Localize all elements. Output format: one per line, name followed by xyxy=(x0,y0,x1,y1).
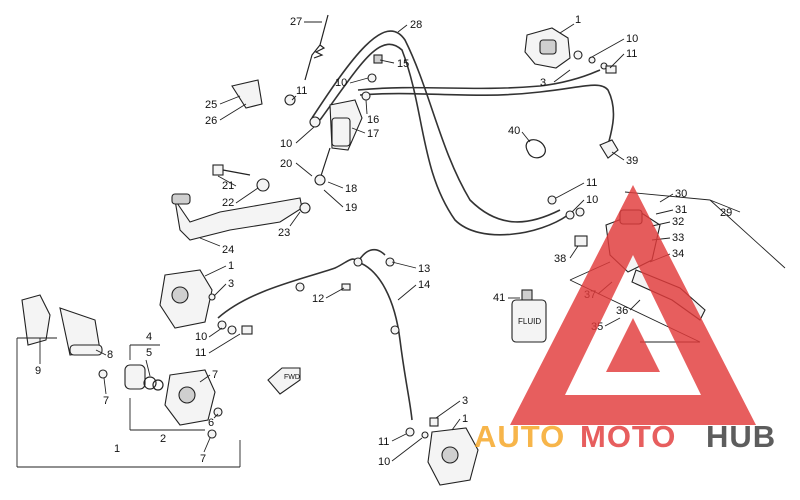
callout-25: 25 xyxy=(205,99,217,111)
watermark-triangle-logo xyxy=(510,185,756,425)
callout-3-bottom: 3 xyxy=(462,395,468,407)
callout-36: 36 xyxy=(616,305,628,317)
front-left-caliper xyxy=(159,269,253,335)
callout-10-bottom: 10 xyxy=(378,456,390,468)
callout-2: 2 xyxy=(160,433,166,445)
callout-4: 4 xyxy=(146,331,152,343)
forward-arrow-label: FWD xyxy=(284,374,300,381)
rear-master-cylinder xyxy=(284,54,383,186)
forward-arrow: FWD xyxy=(267,367,301,395)
hose-clip xyxy=(599,139,619,159)
callout-5: 5 xyxy=(146,347,152,359)
callout-11-front: 11 xyxy=(195,347,206,359)
callout-20: 20 xyxy=(280,158,292,170)
callout-27: 27 xyxy=(290,16,302,28)
callout-10-mid: 10 xyxy=(335,77,347,89)
callout-24: 24 xyxy=(222,244,234,256)
callout-7-b: 7 xyxy=(103,395,109,407)
caliper-kit xyxy=(21,294,223,439)
callout-40: 40 xyxy=(508,125,520,137)
retaining-ring xyxy=(525,139,546,159)
callout-3-left: 3 xyxy=(228,278,234,290)
callout-7-a: 7 xyxy=(212,369,218,381)
callout-39: 39 xyxy=(626,155,638,167)
watermark-text-auto: AUTO xyxy=(474,419,565,454)
watermark: AUTO MOTO HUB xyxy=(474,185,776,454)
mounting-bracket xyxy=(231,79,263,109)
callout-6: 6 xyxy=(208,417,214,429)
callout-1-left: 1 xyxy=(228,260,234,272)
callout-32: 32 xyxy=(672,216,684,228)
callout-33: 33 xyxy=(672,232,684,244)
watermark-text-moto: MOTO xyxy=(580,419,676,454)
callout-7-c: 7 xyxy=(200,453,206,465)
callout-29: 29 xyxy=(720,207,732,219)
callout-14: 14 xyxy=(418,279,430,291)
callout-1-bottom: 1 xyxy=(462,413,468,425)
callout-22: 22 xyxy=(222,197,234,209)
callout-8: 8 xyxy=(107,349,113,361)
callout-13: 13 xyxy=(418,263,430,275)
front-right-caliper xyxy=(405,417,479,486)
brake-fluid-bottle: FLUID xyxy=(511,289,547,343)
callout-10-left: 10 xyxy=(280,138,292,150)
rear-caliper-top xyxy=(524,27,617,74)
callout-28: 28 xyxy=(410,19,422,31)
callout-10-right: 10 xyxy=(586,194,598,206)
bolt-and-washer xyxy=(212,164,270,192)
callout-16: 16 xyxy=(367,114,379,126)
callout-41: 41 xyxy=(493,292,505,304)
callout-31: 31 xyxy=(675,204,687,216)
callout-11-right: 11 xyxy=(586,177,597,189)
callout-34: 34 xyxy=(672,248,684,260)
cable xyxy=(304,14,329,81)
watermark-text-hub: HUB xyxy=(706,419,776,454)
banjo-fittings xyxy=(295,257,400,335)
callout-30: 30 xyxy=(675,188,687,200)
bottle-label: FLUID xyxy=(518,317,541,326)
brake-pedal xyxy=(171,193,311,241)
callout-11-mid: 11 xyxy=(296,85,307,97)
callout-38: 38 xyxy=(554,253,566,265)
callout-19: 19 xyxy=(345,202,357,214)
callout-1-top: 1 xyxy=(575,14,581,26)
callout-11-bottom: 11 xyxy=(378,436,389,448)
callout-12: 12 xyxy=(312,293,324,305)
callout-15: 15 xyxy=(397,58,409,70)
callout-1-bottom-left: 1 xyxy=(114,443,120,455)
callout-10-top: 10 xyxy=(626,33,638,45)
callout-18: 18 xyxy=(345,183,357,195)
callout-11-top: 11 xyxy=(626,48,637,60)
callout-17: 17 xyxy=(367,128,379,140)
callout-26: 26 xyxy=(205,115,217,127)
callout-10-front: 10 xyxy=(195,331,207,343)
callout-23: 23 xyxy=(278,227,290,239)
callout-3-top: 3 xyxy=(540,77,546,89)
callout-9: 9 xyxy=(35,365,41,377)
